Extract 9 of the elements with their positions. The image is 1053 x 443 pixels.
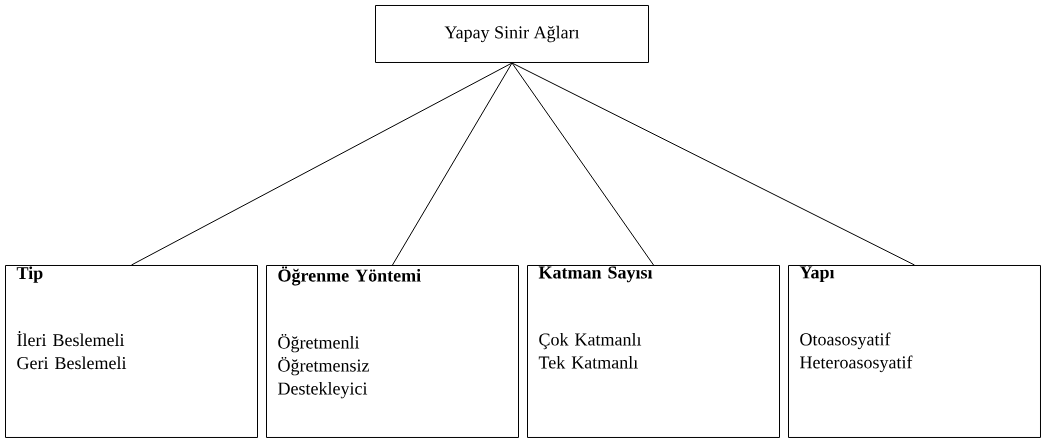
category-box: Katman Sayısı Çok Katmanlı Tek Katmanlı: [527, 265, 780, 438]
category-box: Öğrenme Yöntemi Öğretmenli Öğretmensiz Destekleyici: [266, 265, 519, 438]
connector-line: [131, 62, 513, 266]
category-box: Tip İleri Beslemeli Geri Beslemeli: [5, 265, 258, 438]
connector-line: [511, 62, 654, 266]
category-box: Yapı Otoasosyatif Heteroasosyatif: [788, 265, 1041, 438]
connector-line: [392, 62, 513, 266]
connector-line: [511, 62, 915, 266]
title-box: Yapay Sinir Ağları: [375, 5, 649, 63]
